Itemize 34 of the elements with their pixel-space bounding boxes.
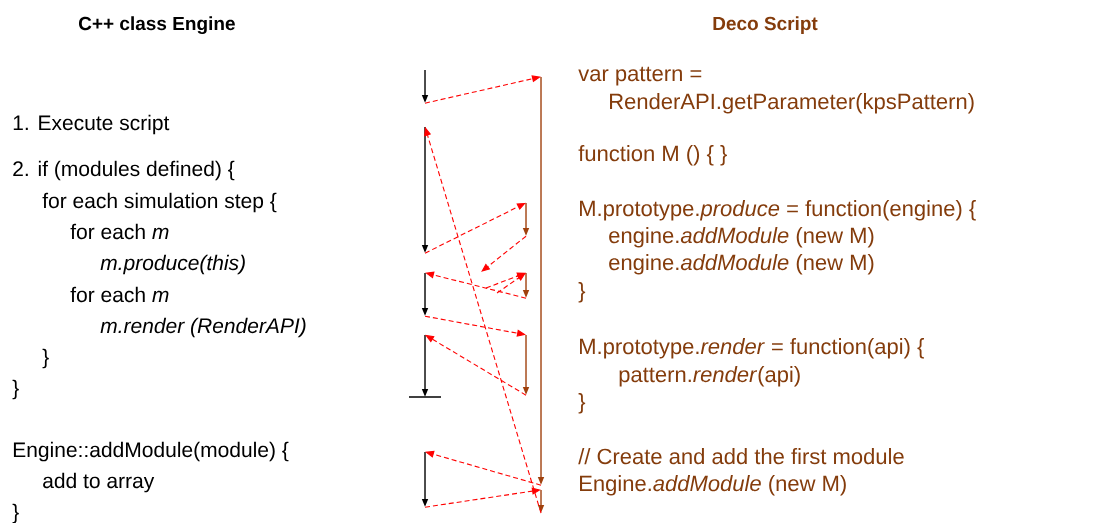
code-line: } (12, 503, 19, 523)
heading: C++ class Engine (79, 16, 235, 35)
arrow (425, 450, 542, 486)
arrow (424, 487, 541, 508)
code-line: engine.addModule (new M) (609, 254, 874, 275)
code-line: M.prototype.produce = function(engine) { (580, 200, 976, 221)
code-line: Engine::addModule(module) { (13, 441, 289, 462)
code-line: for each simulation step { (42, 192, 277, 213)
arrow (425, 271, 527, 299)
arrow (481, 235, 527, 272)
code-line: } (578, 282, 586, 303)
code-line: var pattern = (578, 66, 702, 86)
arrow (424, 315, 526, 337)
code-line: 1. Execute script (13, 114, 170, 135)
code-line: pattern.render(api) (619, 366, 800, 387)
code-line: Engine.addModule (new M) (580, 475, 846, 496)
code-line: M.prototype.render = function(api) { (580, 338, 924, 359)
code-line: // Create and add the first module (578, 448, 904, 465)
heading: Deco Script (713, 16, 818, 34)
code-line: RenderAPI.getParameter(kpsPattern) (610, 93, 974, 114)
code-line: } (578, 393, 586, 414)
code-line: } (12, 379, 19, 400)
code-line: m.render (RenderAPI) (100, 317, 306, 338)
code-line: for each m (70, 223, 169, 240)
code-line: 2. if (modules defined) { (13, 160, 235, 181)
code-line: function M () { } (578, 145, 727, 166)
code-line: engine.addModule (new M) (609, 227, 874, 248)
code-line: m.produce(this) (100, 254, 245, 275)
arrow (424, 75, 541, 104)
code-line: for each m (70, 286, 169, 303)
lifeline-bar (408, 334, 442, 398)
arrow (424, 202, 526, 254)
code-line: add to array (43, 472, 155, 493)
code-line: } (42, 348, 49, 369)
